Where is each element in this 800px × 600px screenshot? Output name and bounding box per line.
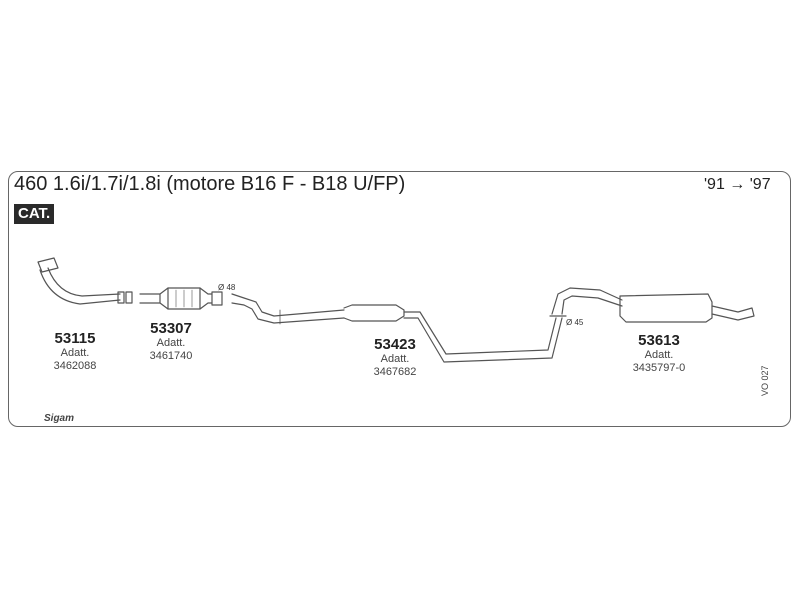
part-code: 53307 [150, 320, 192, 337]
part-code: 53423 [374, 336, 416, 353]
part-ref: 3467682 [373, 365, 417, 378]
middle-pipe-53423 [231, 293, 567, 363]
front-pipe-53115 [37, 257, 133, 305]
part-adatt: Adatt. [644, 349, 674, 362]
diameter-label-45: Ø 45 [566, 318, 584, 327]
part-label-53613: 53613 Adatt. 3435797-0 [619, 332, 699, 375]
part-label-53307: 53307 Adatt. 3461740 [136, 320, 206, 363]
year-range: '91 → '97 [704, 176, 771, 193]
page-title: 460 1.6i/1.7i/1.8i (motore B16 F - B18 U… [14, 173, 406, 195]
diameter-label-48: Ø 48 [218, 283, 236, 292]
drawing-code: VO 027 [760, 365, 770, 396]
part-ref: 3435797-0 [632, 361, 686, 374]
part-ref: 3462088 [53, 359, 97, 372]
part-adatt: Adatt. [60, 347, 90, 360]
part-ref: 3461740 [149, 349, 193, 362]
part-label-53115: 53115 Adatt. 3462088 [40, 330, 110, 373]
part-adatt: Adatt. [380, 353, 410, 366]
part-code: 53613 [638, 332, 680, 349]
diagram-frame [8, 171, 791, 427]
cat-badge: CAT. [14, 204, 55, 224]
part-adatt: Adatt. [156, 337, 186, 350]
catalytic-converter-53307 [139, 287, 223, 310]
rear-silencer-53613 [551, 287, 755, 323]
sigam-logo: Sigam [44, 413, 75, 424]
part-code: 53115 [54, 330, 96, 347]
part-label-53423: 53423 Adatt. 3467682 [360, 336, 430, 379]
